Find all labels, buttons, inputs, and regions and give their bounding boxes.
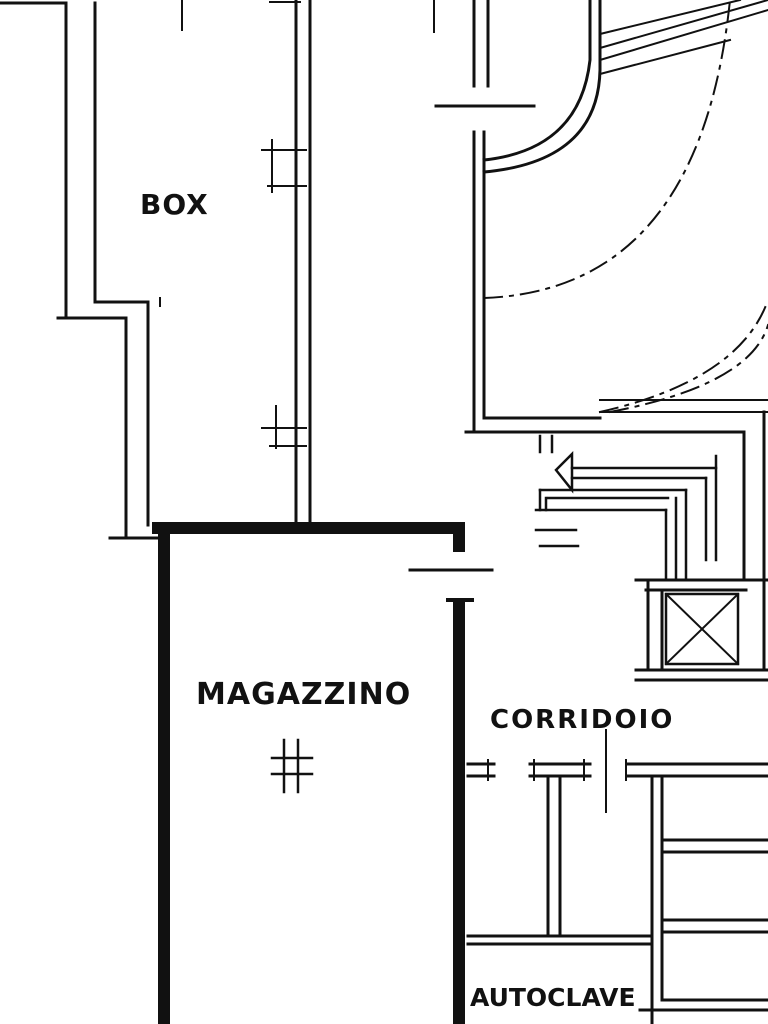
magazzino-walls bbox=[152, 522, 465, 1024]
lift-shaft bbox=[634, 578, 768, 682]
room-label-corridoio: CORRIDOIO bbox=[490, 705, 674, 735]
box-right-wall bbox=[181, 0, 312, 524]
box-left-wall bbox=[0, 1, 162, 540]
ducts bbox=[534, 434, 718, 582]
room-label-box: BOX bbox=[140, 188, 209, 221]
room-label-autoclave: AUTOCLAVE bbox=[470, 983, 636, 1012]
room-label-magazzino: MAGAZZINO bbox=[196, 677, 411, 712]
corridoio-walls bbox=[466, 729, 768, 1024]
stair-core bbox=[433, 0, 768, 672]
floor-drain-icon bbox=[270, 738, 314, 794]
